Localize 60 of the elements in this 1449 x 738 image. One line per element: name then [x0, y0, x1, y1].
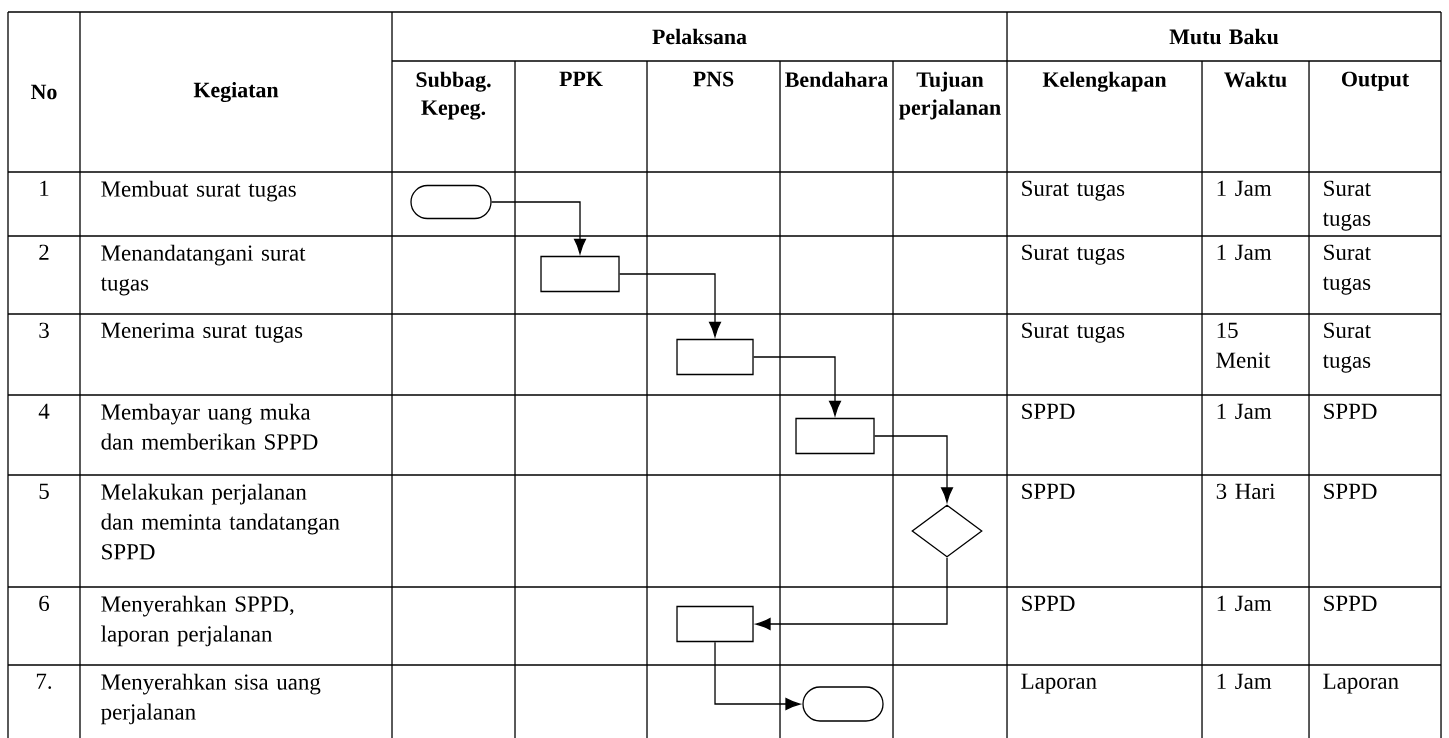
- table-entry: Surat tugas: [1022, 180, 1125, 201]
- column-header: PNS: [693, 71, 734, 87]
- column-header: Mutu Baku: [1169, 28, 1279, 45]
- table-entry: Surat tugas: [1022, 322, 1125, 343]
- column-header: Output: [1342, 71, 1410, 91]
- arrow: [714, 641, 801, 710]
- arrow: [619, 273, 721, 337]
- table-entry: SPPD: [1324, 595, 1377, 612]
- table-entry: Surat tugas: [1322, 180, 1371, 231]
- table-entry: SPPD: [1324, 403, 1377, 420]
- terminator-shape: [802, 686, 884, 722]
- activity-text: Melakukan perjalanan dan meminta tandatangan SPPD: [101, 483, 340, 560]
- table-entry: 1 Jam: [1217, 403, 1272, 419]
- activity-text: Membayar uang muka dan memberikan SPPD: [101, 403, 318, 450]
- row-number: 4: [38, 403, 50, 419]
- table-entry: Surat tugas: [1322, 244, 1371, 295]
- activity-text: Menandatangani surat tugas: [100, 244, 306, 296]
- table-entry: SPPD: [1022, 403, 1075, 420]
- table-entry: Surat tugas: [1322, 322, 1371, 373]
- activity-text: Menyerahkan SPPD, laporan perjalanan: [101, 595, 294, 647]
- arrow: [874, 435, 953, 503]
- column-header: Waktu: [1224, 71, 1287, 88]
- process-box: [540, 255, 620, 293]
- row-number: 1: [40, 180, 49, 196]
- process-box: [676, 605, 754, 643]
- row-number: 5: [39, 483, 49, 499]
- column-header: Tujuan perjalanan: [899, 71, 1001, 120]
- table-entry: 1 Jam: [1217, 180, 1272, 196]
- table-entry: SPPD: [1324, 483, 1377, 500]
- column-header: No: [31, 84, 57, 100]
- activity-text: Menyerahkan sisa uang perjalanan: [101, 673, 321, 725]
- column-header: Subbag. Kepeg.: [416, 71, 491, 120]
- column-header: Kelengkapan: [1042, 71, 1167, 92]
- activity-text: Membuat surat tugas: [101, 180, 296, 202]
- column-header: Bendahara: [785, 71, 888, 88]
- row-number: 6: [39, 595, 50, 612]
- decision-diamond: [911, 504, 983, 558]
- table-entry: SPPD: [1022, 483, 1075, 500]
- column-header: Pelaksana: [652, 28, 747, 45]
- activity-text: Menerima surat tugas: [101, 322, 303, 343]
- table-entry: 1 Jam: [1217, 595, 1272, 611]
- arrow: [755, 557, 948, 630]
- arrow: [491, 201, 586, 254]
- row-number: 7.: [36, 673, 52, 689]
- table-entry: 15 Menit: [1216, 322, 1271, 368]
- table-entry: 1 Jam: [1217, 673, 1272, 689]
- table-entry: SPPD: [1022, 595, 1075, 612]
- row-number: 3: [39, 322, 49, 339]
- table-entry: Surat tugas: [1022, 244, 1125, 265]
- table-entry: 1 Jam: [1217, 244, 1272, 260]
- arrow: [753, 356, 841, 416]
- table-entry: Laporan: [1021, 673, 1097, 694]
- process-box: [676, 338, 754, 376]
- column-header: Kegiatan: [193, 82, 279, 103]
- table-entry: Laporan: [1323, 673, 1399, 694]
- process-box: [795, 417, 875, 455]
- table-entry: 3 Hari: [1216, 483, 1276, 500]
- row-number: 2: [39, 244, 49, 260]
- column-header: PPK: [559, 71, 603, 86]
- terminator-shape: [410, 184, 492, 220]
